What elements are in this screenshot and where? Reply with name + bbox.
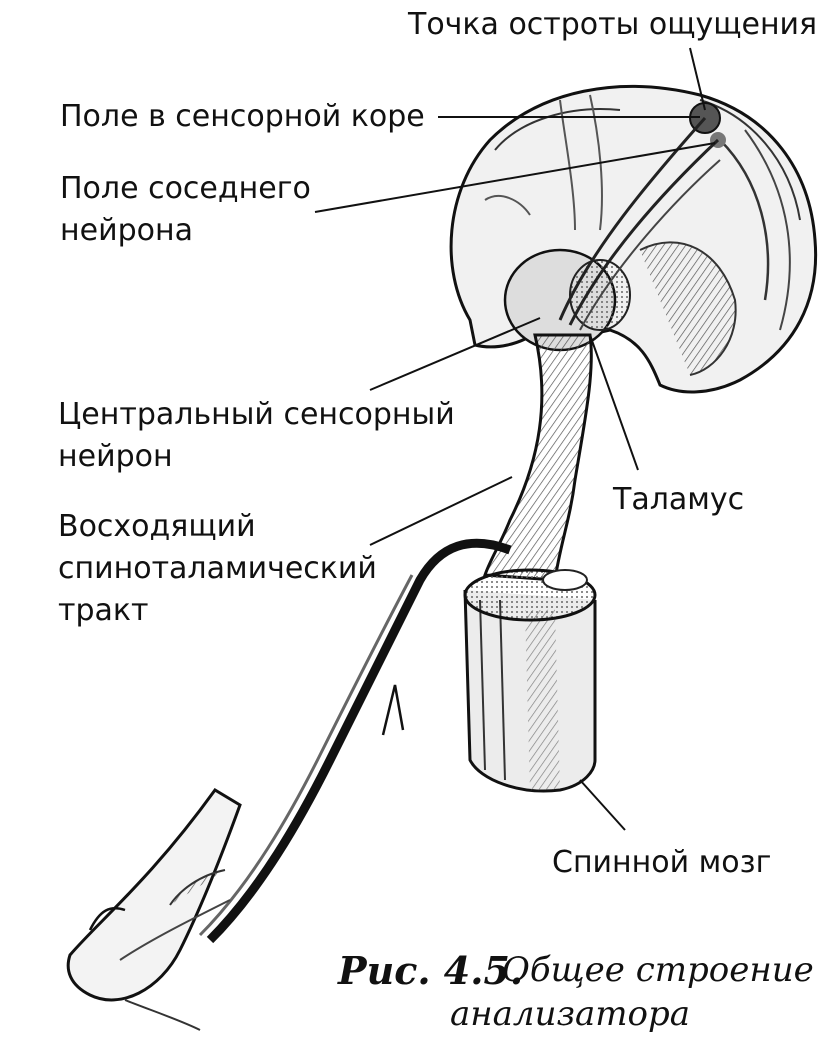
label-spinal-cord: Спинной мозг: [552, 845, 772, 880]
caption-prefix: Рис. 4.5.: [338, 948, 524, 993]
leader-lines: [314, 47, 716, 831]
label-neighbor-field-line1: Поле соседнего: [60, 171, 311, 206]
nerve-fiber-drawing: [206, 538, 512, 944]
label-thalamus: Таламус: [613, 482, 745, 517]
caption-title-line2: анализатора: [450, 994, 691, 1034]
label-sensory-cortex-field: Поле в сенсорной коре: [60, 99, 425, 134]
brain-drawing: [449, 85, 818, 394]
label-central-neuron-line2: нейрон: [58, 439, 173, 474]
finger-drawing: [66, 788, 242, 1031]
label-tract-line2: спиноталамический: [58, 551, 377, 586]
arrow-icon: [381, 684, 405, 736]
caption-title-line1: Общее строение: [502, 950, 814, 990]
label-sharpness-point: Точка остроты ощущения: [408, 7, 818, 42]
label-tract-line3: тракт: [58, 593, 149, 628]
spinal-cord-drawing: [463, 568, 597, 793]
label-neighbor-field-line2: нейрона: [60, 213, 193, 248]
label-tract-line1: Восходящий: [58, 509, 256, 544]
label-central-neuron-line1: Центральный сенсорный: [58, 397, 455, 432]
